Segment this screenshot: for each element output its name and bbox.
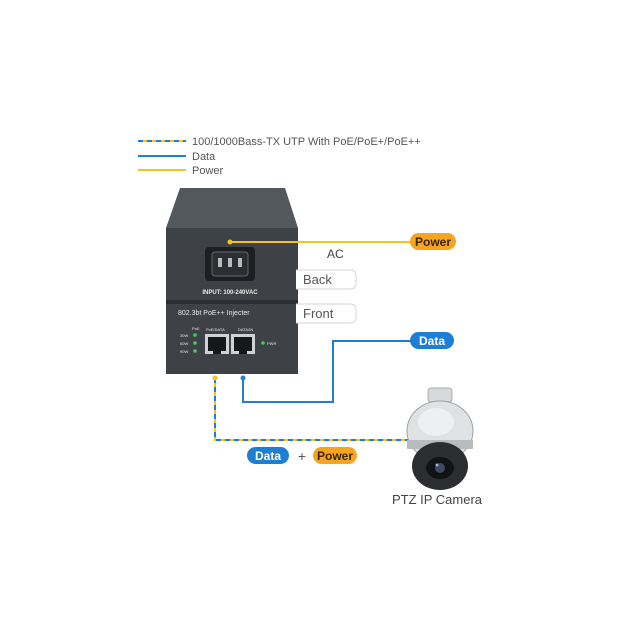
data-line-in — [242, 340, 412, 403]
combo-power-pill — [313, 447, 357, 464]
legend-label-data: Data — [192, 151, 216, 163]
led-30w-icon — [193, 333, 197, 337]
ptz-camera-icon — [406, 387, 474, 490]
legend-label-power: Power — [192, 165, 224, 177]
injector-seam — [166, 300, 298, 304]
legend-label-combined: 100/1000Bass-TX UTP With PoE/PoE+/PoE++ — [192, 136, 421, 148]
led-90w-icon — [193, 349, 197, 353]
data-pill: Data — [410, 332, 454, 349]
poe-led-label: PoE — [192, 326, 200, 331]
combo-power-label: Power — [317, 449, 353, 463]
injector-top-shell — [166, 188, 298, 228]
port-label-data-in: DATA/IN — [238, 327, 253, 332]
led-label-30w: 30W — [180, 333, 188, 338]
rj45-port-data-in-icon — [231, 334, 255, 354]
combo-data-pill — [247, 447, 289, 464]
camera-label: PTZ IP Camera — [392, 492, 483, 507]
back-label: Back — [303, 272, 332, 287]
led-label-60w: 60W — [180, 341, 188, 346]
ac-socket-icon — [205, 247, 255, 281]
combo-plus-label: + — [298, 448, 306, 464]
front-label-box: Front — [296, 303, 357, 324]
combo-data-label: Data — [255, 449, 281, 463]
combo-label: Data + Power — [247, 447, 357, 464]
poe-combined-line — [212, 375, 408, 441]
port-label-poe-data: PoE/DATA — [206, 327, 225, 332]
pwr-label: PWR — [267, 341, 276, 346]
power-pill: Power — [410, 233, 456, 250]
power-pill-label: Power — [415, 235, 451, 249]
legend: 100/1000Bass-TX UTP With PoE/PoE+/PoE++ … — [138, 136, 421, 177]
led-label-90w: 90W — [180, 349, 188, 354]
data-pill-label: Data — [419, 334, 445, 348]
rj45-port-poe-data-icon — [205, 334, 229, 354]
led-60w-icon — [193, 341, 197, 345]
model-label: 802.3bt PoE++ Injecter — [178, 310, 250, 317]
ac-label: AC — [327, 247, 344, 261]
back-label-box: Back — [296, 269, 357, 290]
data-line-in-dot — [240, 375, 246, 381]
pwr-led-icon — [261, 341, 265, 345]
power-line-ac — [227, 239, 412, 245]
input-voltage-label: INPUT: 100-240VAC — [202, 290, 258, 296]
poe-injector: INPUT: 100-240VAC 802.3bt PoE++ Injecter… — [166, 188, 298, 374]
front-label: Front — [303, 306, 334, 321]
